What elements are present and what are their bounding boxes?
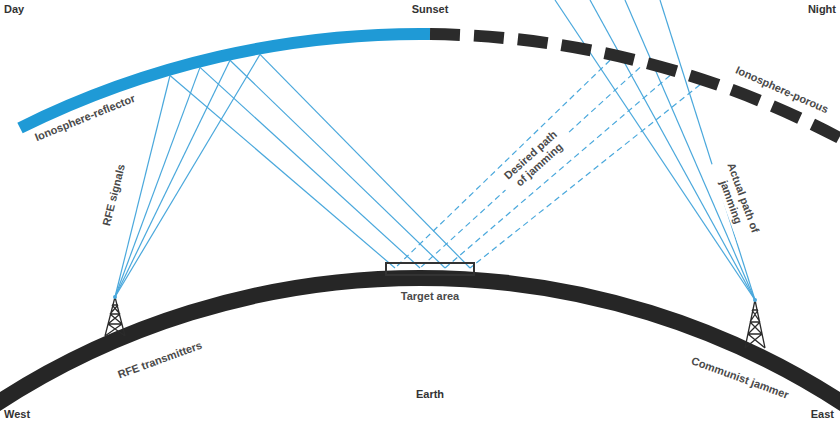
ray-label: Actual path of jamming [709, 156, 764, 245]
target-area-box: Target area [385, 262, 475, 303]
desired-jamming-rays [395, 60, 700, 268]
jammer-tower [745, 300, 765, 348]
target-area-outline [385, 262, 475, 276]
earth-label: Earth [416, 388, 444, 401]
direction-label: West [4, 408, 30, 421]
jammer-tip [753, 298, 757, 302]
ionosphere-porous-band [430, 34, 840, 144]
station-label: RFE transmitters [116, 339, 204, 382]
direction-label: East [811, 408, 834, 421]
time-of-day-label: Sunset [412, 3, 449, 16]
time-of-day-label: Day [4, 3, 24, 16]
rfe-signal-rays [115, 54, 470, 297]
ray-label: RFE signals [100, 163, 128, 227]
earth-surface [0, 278, 840, 408]
time-of-day-label: Night [808, 3, 836, 16]
area-label: Target area [385, 290, 475, 303]
transmitter-tip [113, 295, 117, 299]
transmitter-tower [105, 297, 125, 336]
